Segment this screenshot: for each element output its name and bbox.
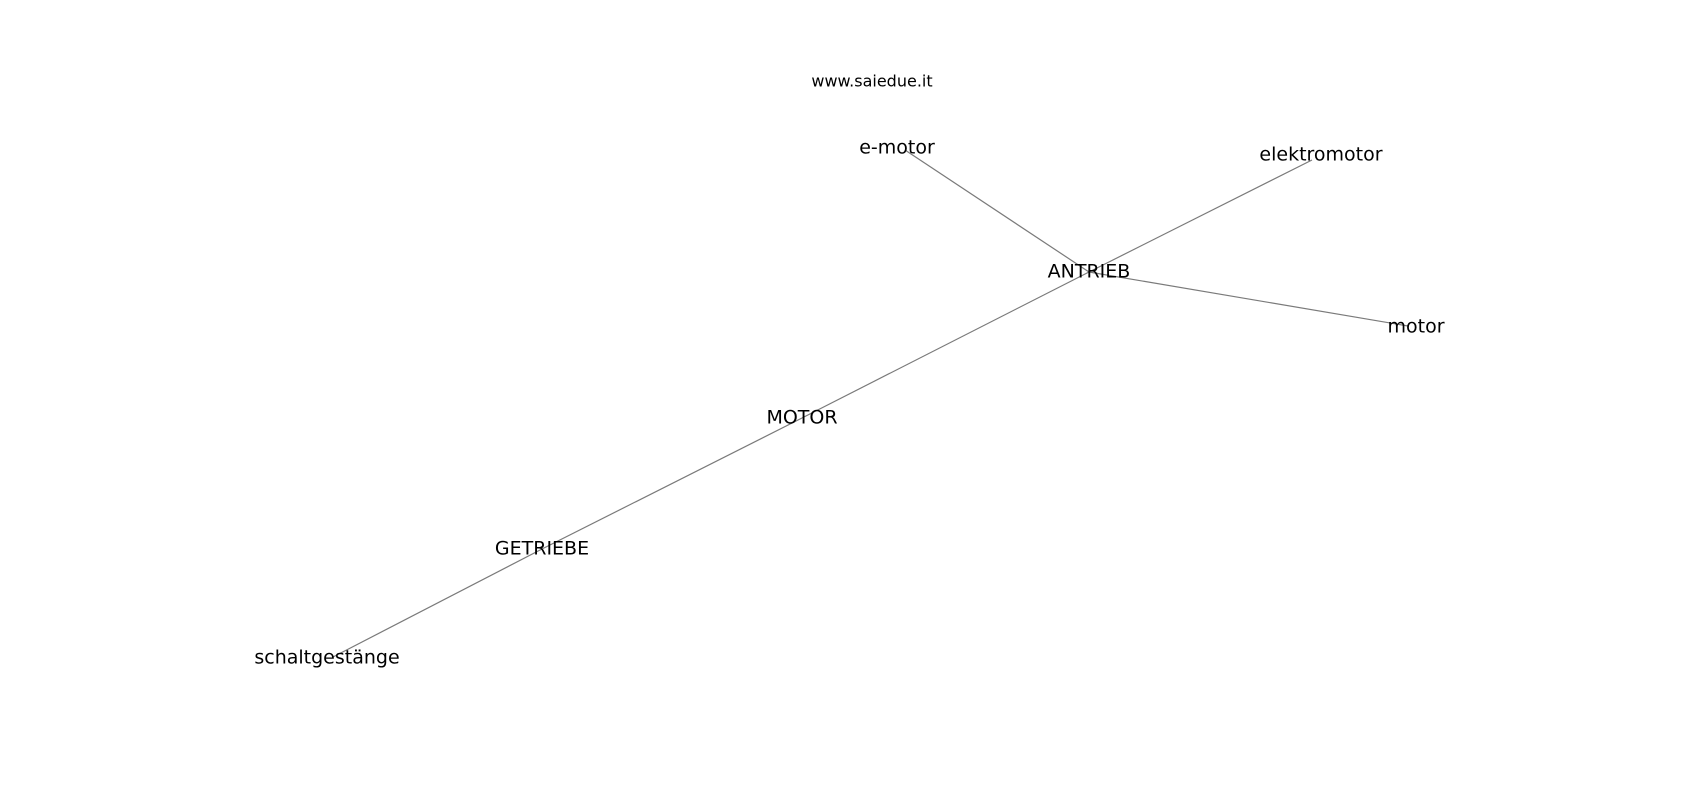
node-label-elektromotor: elektromotor — [1259, 144, 1382, 166]
node-label-motor-upper: MOTOR — [766, 407, 837, 429]
edge-getriebe-schaltgestaenge — [332, 548, 543, 658]
node-label-e-motor: e-motor — [859, 137, 935, 159]
node-label-motor-lower: motor — [1387, 316, 1444, 338]
edge-antrieb-elektromotor — [1088, 159, 1313, 273]
edge-antrieb-motor_upper — [801, 271, 1090, 419]
edge-antrieb-e_motor — [904, 149, 1090, 273]
edge-motor_upper-getriebe — [541, 417, 803, 550]
edge-antrieb-motor_lower — [1088, 271, 1409, 327]
node-label-schaltgestaenge: schaltgestänge — [254, 647, 399, 669]
node-label-getriebe: GETRIEBE — [495, 538, 589, 560]
nodes-layer: ANTRIEB MOTOR GETRIEBE schaltgestänge e-moto… — [254, 137, 1444, 669]
node-label-antrieb: ANTRIEB — [1048, 261, 1131, 283]
edges-layer — [332, 149, 1409, 658]
watermark-text: www.saiedue.it — [811, 72, 932, 91]
